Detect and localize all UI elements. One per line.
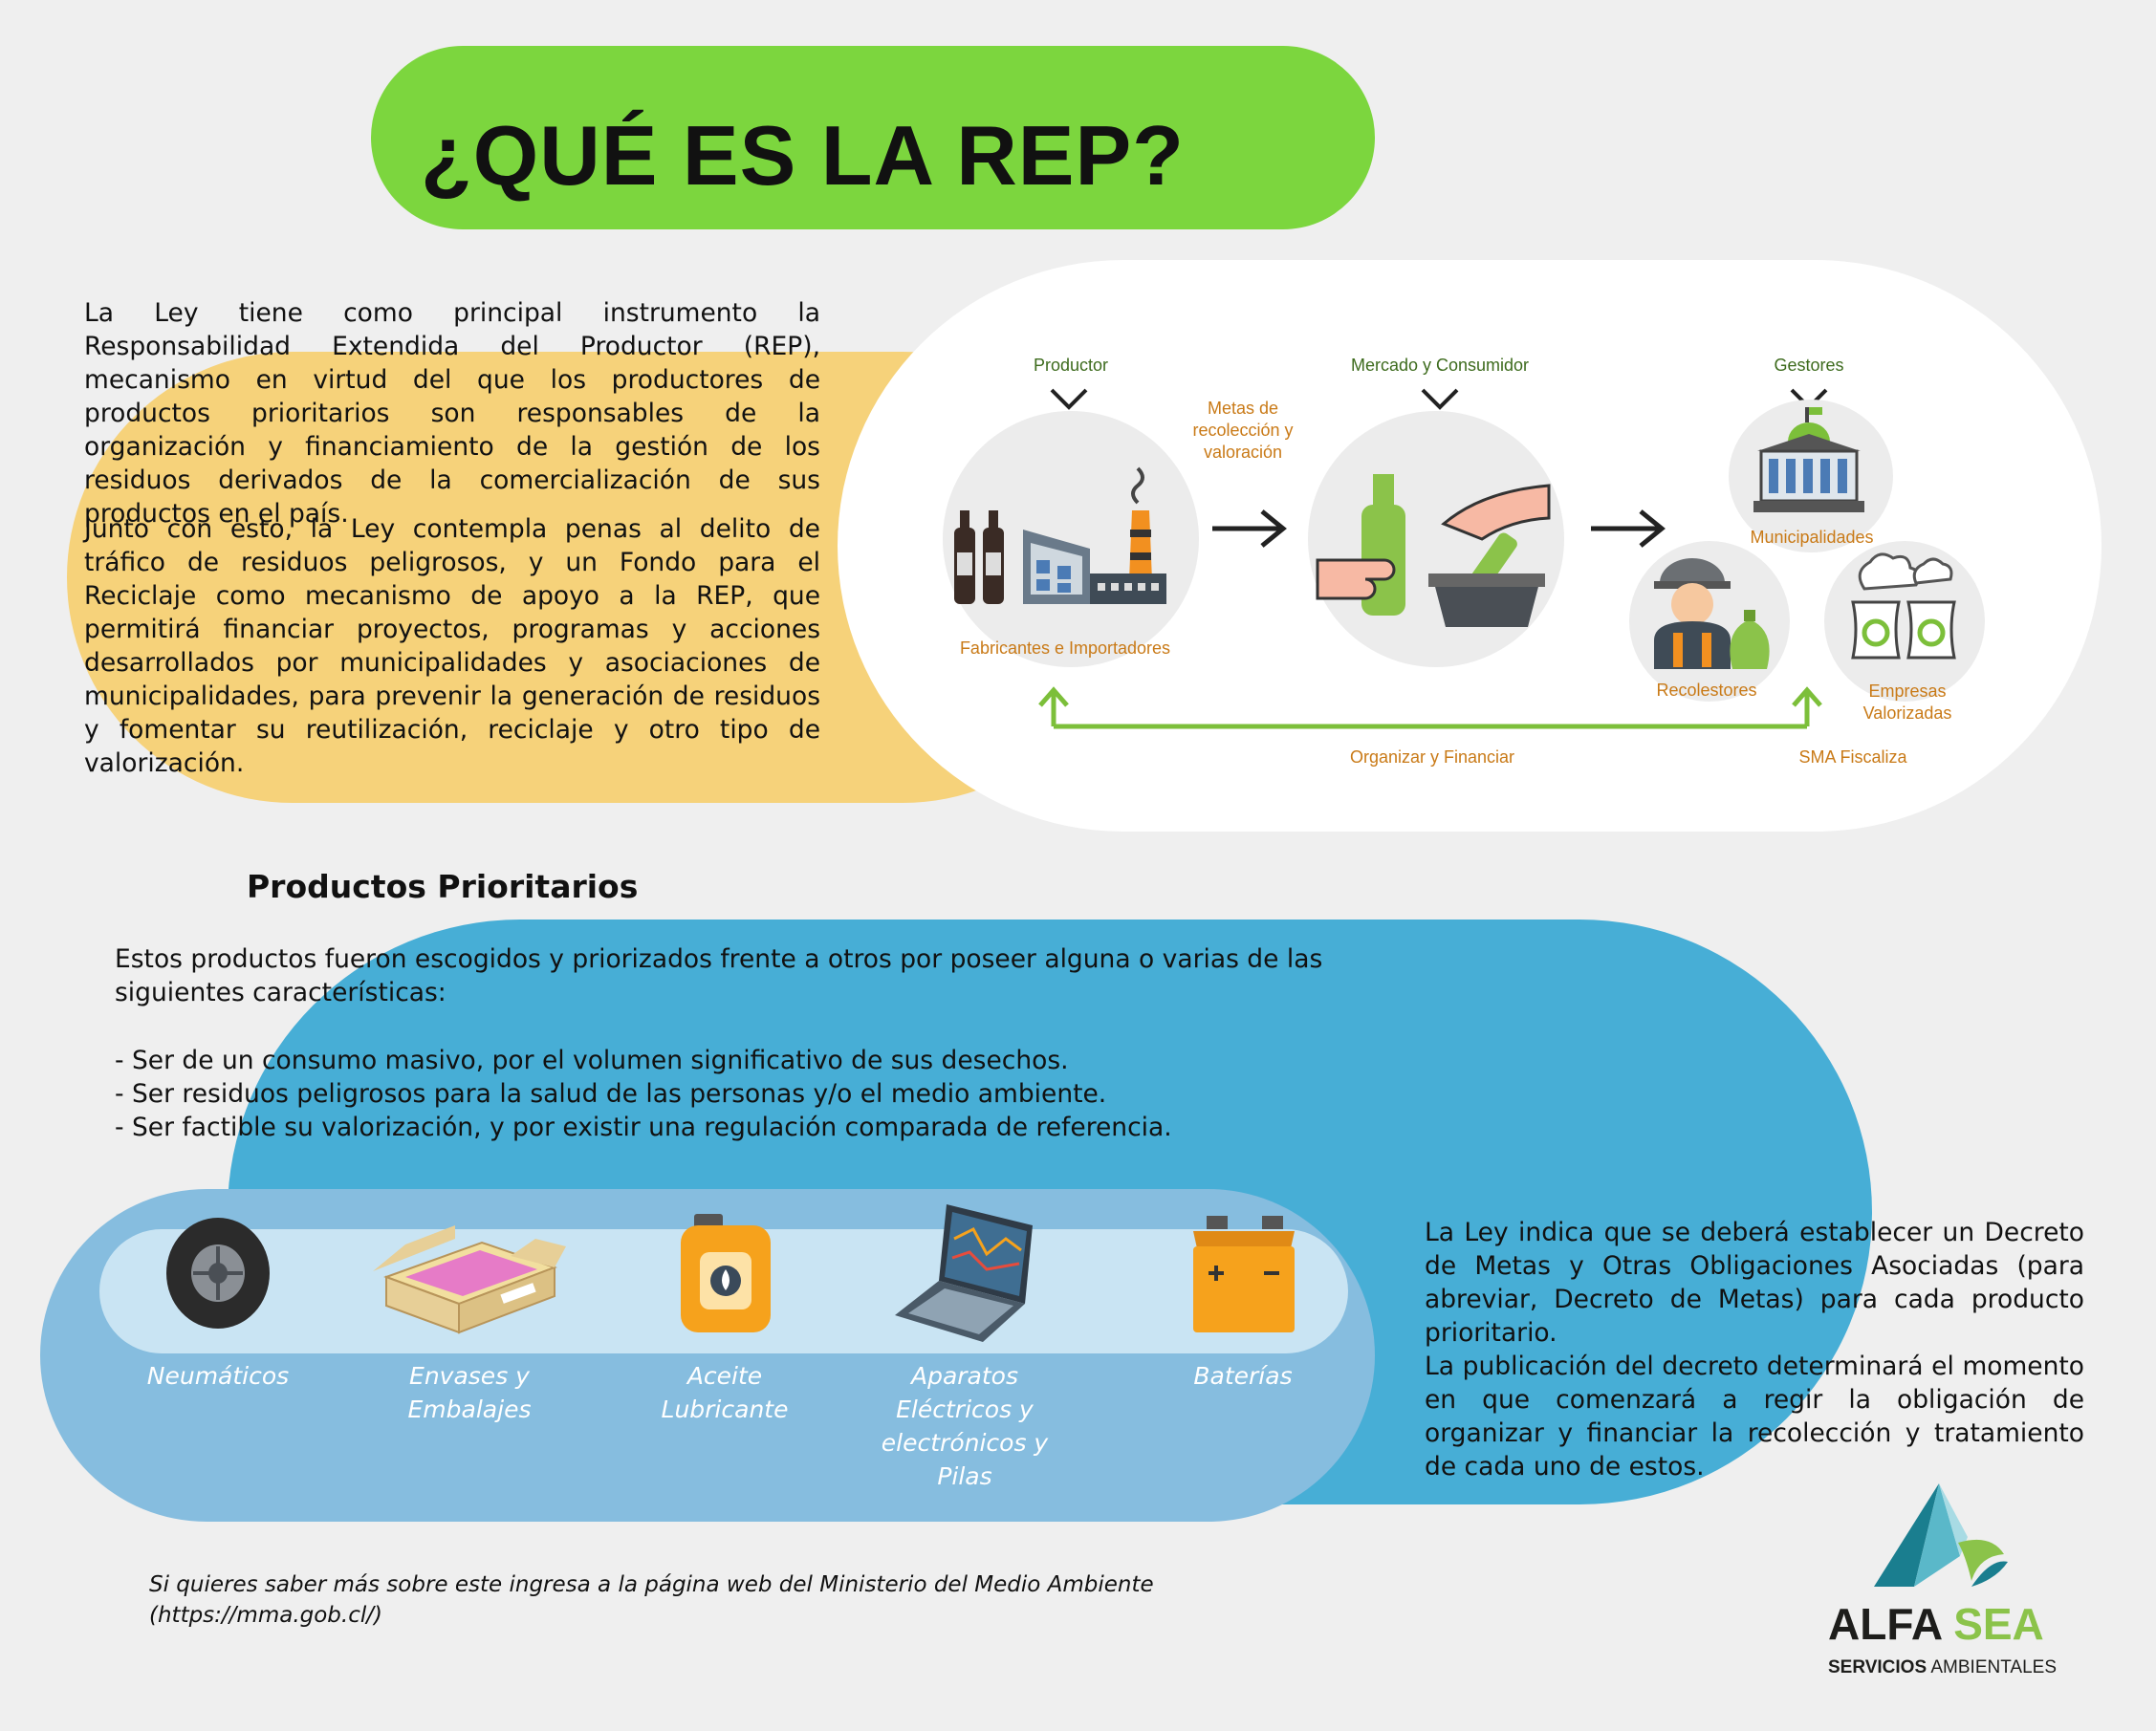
products-heading: Productos Prioritarios bbox=[247, 868, 639, 905]
logo-tagline: SERVICIOS AMBIENTALES bbox=[1828, 1657, 2058, 1677]
page-title: ¿QUÉ ES LA REP? bbox=[421, 108, 1185, 203]
consumer-recycling-icon bbox=[1316, 474, 1551, 627]
product-label: Envases y Embalajes bbox=[407, 1362, 532, 1423]
chevron-down-icon bbox=[1050, 388, 1088, 410]
label-organizar: Organizar y Financiar bbox=[1349, 747, 1515, 767]
label-productor: Productor bbox=[1033, 356, 1109, 375]
label-sma: SMA Fiscaliza bbox=[1798, 747, 1907, 767]
label-gestores: Gestores bbox=[1774, 356, 1844, 375]
bullet-item: - Ser factible su valorización, y por ex… bbox=[115, 1113, 1172, 1142]
logo-wordmark: ALFA SEA bbox=[1828, 1599, 2044, 1649]
products-intro: Estos productos fueron escogidos y prior… bbox=[115, 944, 1323, 1007]
arrow-right-icon bbox=[1212, 509, 1287, 548]
arrow-right-icon bbox=[1591, 509, 1666, 548]
waste-collector-icon bbox=[1654, 558, 1770, 669]
decree-description: La Ley indica que se deberá establecer u… bbox=[1425, 1216, 2084, 1483]
product-label: Neumáticos bbox=[146, 1362, 290, 1390]
alfa-sea-logo-icon bbox=[1874, 1483, 2008, 1587]
intro-paragraph-1: La Ley tiene como principal instrumento … bbox=[84, 298, 820, 529]
bullet-item: - Ser residuos peligrosos para la salud … bbox=[115, 1079, 1107, 1109]
factory-icon bbox=[954, 466, 1166, 604]
label-mercado: Mercado y Consumidor bbox=[1350, 356, 1530, 375]
tire-icon bbox=[166, 1218, 270, 1329]
footer-note: Si quieres saber más sobre este ingresa … bbox=[149, 1572, 1154, 1628]
label-empresas: Empresas Valorizadas bbox=[1862, 682, 1952, 723]
product-label: Aparatos Eléctricos y electrónicos y Pil… bbox=[881, 1362, 1049, 1490]
battery-icon bbox=[1193, 1216, 1295, 1332]
recycling-plant-icon bbox=[1851, 552, 1956, 660]
label-fabricantes: Fabricantes e Importadores bbox=[959, 638, 1171, 658]
feedback-arrow-line bbox=[1038, 686, 1822, 729]
chevron-down-icon bbox=[1421, 388, 1459, 410]
product-label: Aceite Lubricante bbox=[661, 1362, 789, 1423]
intro-paragraph-2: Junto con esto, la Ley contempla penas a… bbox=[84, 514, 820, 778]
laptop-icon bbox=[895, 1204, 1033, 1342]
oil-can-icon bbox=[681, 1214, 771, 1332]
box-icon bbox=[373, 1225, 566, 1334]
product-label: Baterías bbox=[1193, 1362, 1293, 1390]
label-metas: Metas de recolección y valoración bbox=[1192, 399, 1294, 462]
label-municipalidades: Municipalidades bbox=[1750, 528, 1874, 547]
title-banner bbox=[371, 46, 1375, 229]
label-recolestores: Recolestores bbox=[1656, 681, 1757, 700]
bullet-item: - Ser de un consumo masivo, por el volum… bbox=[115, 1046, 1069, 1075]
decree-paragraph-2: La publicación del decreto determinará e… bbox=[1425, 1352, 2084, 1482]
municipality-building-icon bbox=[1753, 407, 1864, 512]
decree-paragraph-1: La Ley indica que se deberá establecer u… bbox=[1425, 1218, 2084, 1348]
